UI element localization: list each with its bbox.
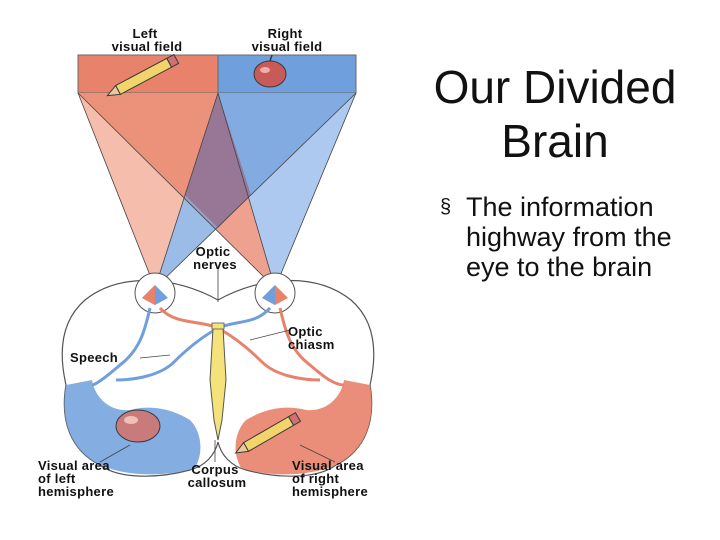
- apple-icon: [253, 54, 287, 88]
- left-eye: [134, 272, 176, 314]
- right-visual-field-box: [217, 54, 357, 94]
- cone-outline-lines: [77, 92, 357, 289]
- label-pointer-lines: [99, 268, 336, 463]
- left-visual-field-label: Left visual field: [112, 26, 183, 54]
- pencil-icon: [234, 411, 302, 454]
- optic-tracts: [91, 306, 345, 387]
- pencil-icon: [106, 53, 180, 97]
- bullet-item: § The information highway from the eye t…: [440, 192, 700, 282]
- right-hemisphere-visual-area-label: Visual area of right hemisphere: [292, 458, 368, 499]
- speech-label: Speech: [70, 350, 118, 365]
- right-hemisphere-visual-area: [235, 380, 372, 475]
- corpus-callosum: [209, 327, 227, 441]
- left-hemisphere-visual-area-label: Visual area of left hemisphere: [38, 458, 114, 499]
- overlap-region: [185, 93, 251, 228]
- right-visual-field-label: Right visual field: [252, 26, 323, 54]
- corpus-callosum-label: Corpus callosum: [188, 462, 247, 490]
- bullet-text: The information highway from the eye to …: [466, 192, 672, 282]
- optic-nerves-label: Optic nerves: [193, 244, 237, 272]
- bullet-marker: §: [440, 196, 452, 218]
- slide-title: Our Divided Brain: [433, 61, 677, 167]
- apple-icon: [115, 409, 161, 443]
- optic-chiasm-marker: [211, 322, 225, 330]
- right-eye: [254, 272, 296, 314]
- optic-chiasm-label: Optic chiasm: [288, 324, 335, 352]
